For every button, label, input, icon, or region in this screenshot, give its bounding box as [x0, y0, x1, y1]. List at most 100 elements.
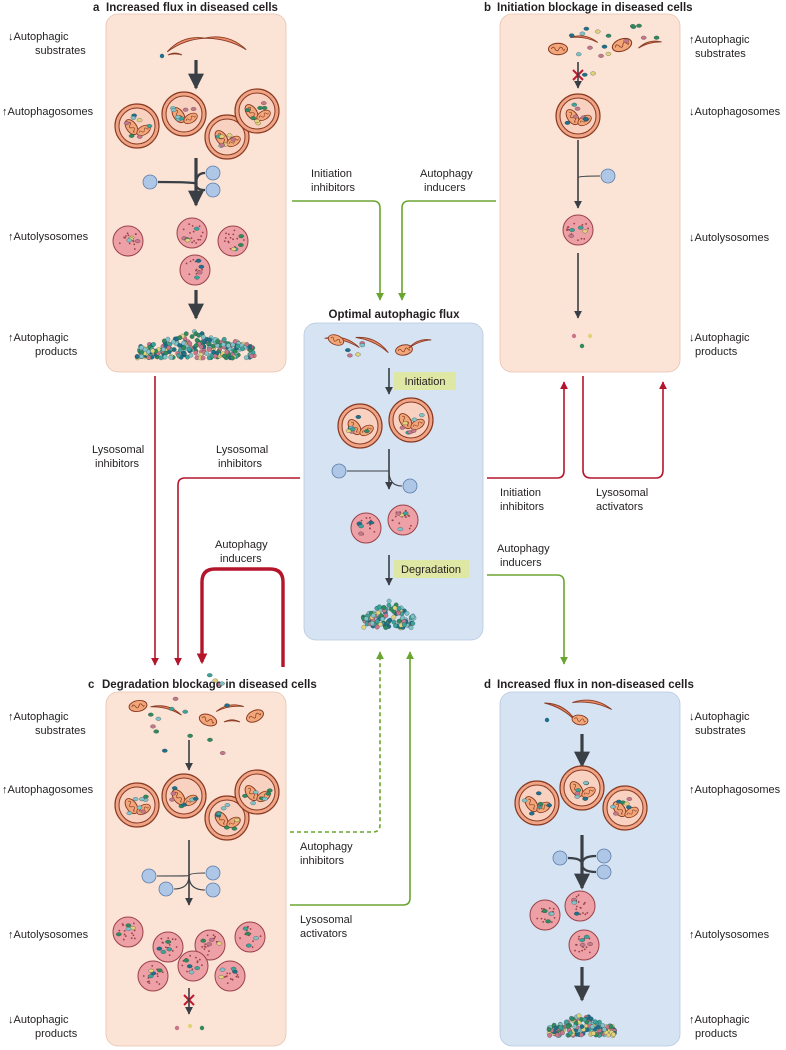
panel-c-letter: c: [88, 679, 95, 691]
autolysosome-icon: [529, 899, 561, 931]
fusion-branch: [194, 183, 206, 192]
product-dot: [378, 621, 383, 627]
cargo-dot: [226, 133, 233, 138]
product-dot: [222, 353, 227, 359]
mitochondrion-icon: [571, 714, 589, 726]
cargo-dot: [184, 238, 191, 243]
lysosome-speck: [408, 527, 411, 530]
lysosome-speck: [398, 522, 401, 525]
cargo-dot: [636, 23, 642, 28]
cargo-dot: [188, 970, 195, 975]
autolysosome-icon: [214, 960, 246, 992]
lysosome-speck: [189, 260, 192, 263]
autolysosome-icon: [564, 890, 596, 922]
panel-b-letter: b: [484, 2, 491, 14]
product-dot: [181, 345, 187, 351]
lysosome-speck: [237, 976, 240, 978]
cargo-dot: [169, 797, 175, 802]
lysosome-speck: [185, 262, 188, 265]
cargo-dot: [195, 258, 202, 263]
lysosome-icon: [158, 881, 174, 897]
product-dot: [163, 350, 169, 356]
cargo-dot: [207, 737, 213, 742]
cargo-dot: [130, 115, 137, 120]
cargo-dot: [206, 673, 213, 678]
mitochondrion-icon: [565, 109, 580, 126]
lysosome-speck: [128, 242, 131, 245]
cargo-dot: [598, 53, 604, 58]
cargo-dot: [265, 791, 272, 796]
cargo-dot: [653, 35, 660, 40]
product-dot: [592, 1019, 598, 1025]
arrow-autophagy-inducers-b: [398, 200, 496, 301]
product-dot: [170, 339, 176, 345]
lysosome-speck: [579, 913, 582, 916]
lysosome-icon: [205, 865, 221, 881]
product-dot: [392, 605, 398, 611]
panel-d-letter: d: [484, 679, 491, 691]
lysosome-speck: [223, 240, 226, 243]
cargo-dot: [640, 35, 647, 40]
product-dot: [396, 606, 402, 611]
cargo-dot: [548, 911, 555, 916]
product-dot: [142, 347, 148, 353]
fusion-branch: [388, 470, 403, 487]
mitochondrion-icon: [398, 413, 413, 430]
lysosome-speck: [252, 940, 254, 943]
cargo-dot: [170, 108, 177, 113]
mitochondrion-icon: [124, 798, 139, 815]
cargo-dot: [345, 348, 351, 353]
cargo-dot: [568, 233, 575, 238]
panel-b-box: [499, 13, 681, 373]
lysosome-speck: [574, 949, 576, 952]
cargo-dot: [182, 107, 189, 112]
panel-d-autophagosomes-label: ↑Autophagosomes: [689, 784, 781, 796]
arrow-initiation-inhibitors-a: [292, 200, 384, 301]
lysosome-speck: [249, 928, 252, 930]
product-dot: [215, 339, 220, 344]
cargo-dot: [261, 101, 267, 106]
cargo-dot: [190, 107, 197, 111]
product-dot: [393, 623, 398, 629]
cargo-dot: [399, 425, 406, 430]
lysosome-speck: [192, 258, 195, 261]
cargo-dot: [123, 121, 130, 126]
lysosome-speck: [227, 241, 230, 244]
product-dot: [146, 355, 152, 360]
product-dot: [410, 614, 416, 619]
cargo-dot: [143, 794, 149, 799]
product-dot: [166, 345, 171, 351]
autolysosome-icon: [152, 931, 184, 963]
cargo-dot: [411, 417, 418, 422]
product-dot: [579, 343, 585, 349]
cargo-dot: [571, 900, 578, 905]
cargo-dot: [116, 932, 122, 937]
cargo-dot: [579, 943, 586, 947]
cargo-dot: [219, 143, 226, 148]
product-dot: [546, 1027, 552, 1032]
lysosome-speck: [148, 980, 150, 983]
lysosome-speck: [160, 937, 163, 940]
product-dot: [377, 604, 382, 610]
lysosome-speck: [131, 932, 133, 935]
lysosome-speck: [168, 954, 171, 957]
cargo-dot: [148, 712, 154, 717]
product-dot: [183, 331, 189, 337]
fusion-branch: [194, 171, 206, 184]
cargo-dot: [575, 52, 582, 57]
cargo-dot: [148, 968, 154, 973]
product-dot: [568, 1030, 573, 1036]
lysosome-speck: [575, 943, 578, 946]
lysosome-speck: [188, 223, 191, 226]
product-dot: [588, 1016, 594, 1022]
cargo-dot: [590, 71, 596, 76]
lysosome-speck: [161, 971, 164, 974]
cargo-dot: [630, 24, 636, 29]
cargo-dot: [368, 520, 374, 525]
lysosome-speck: [126, 232, 129, 235]
